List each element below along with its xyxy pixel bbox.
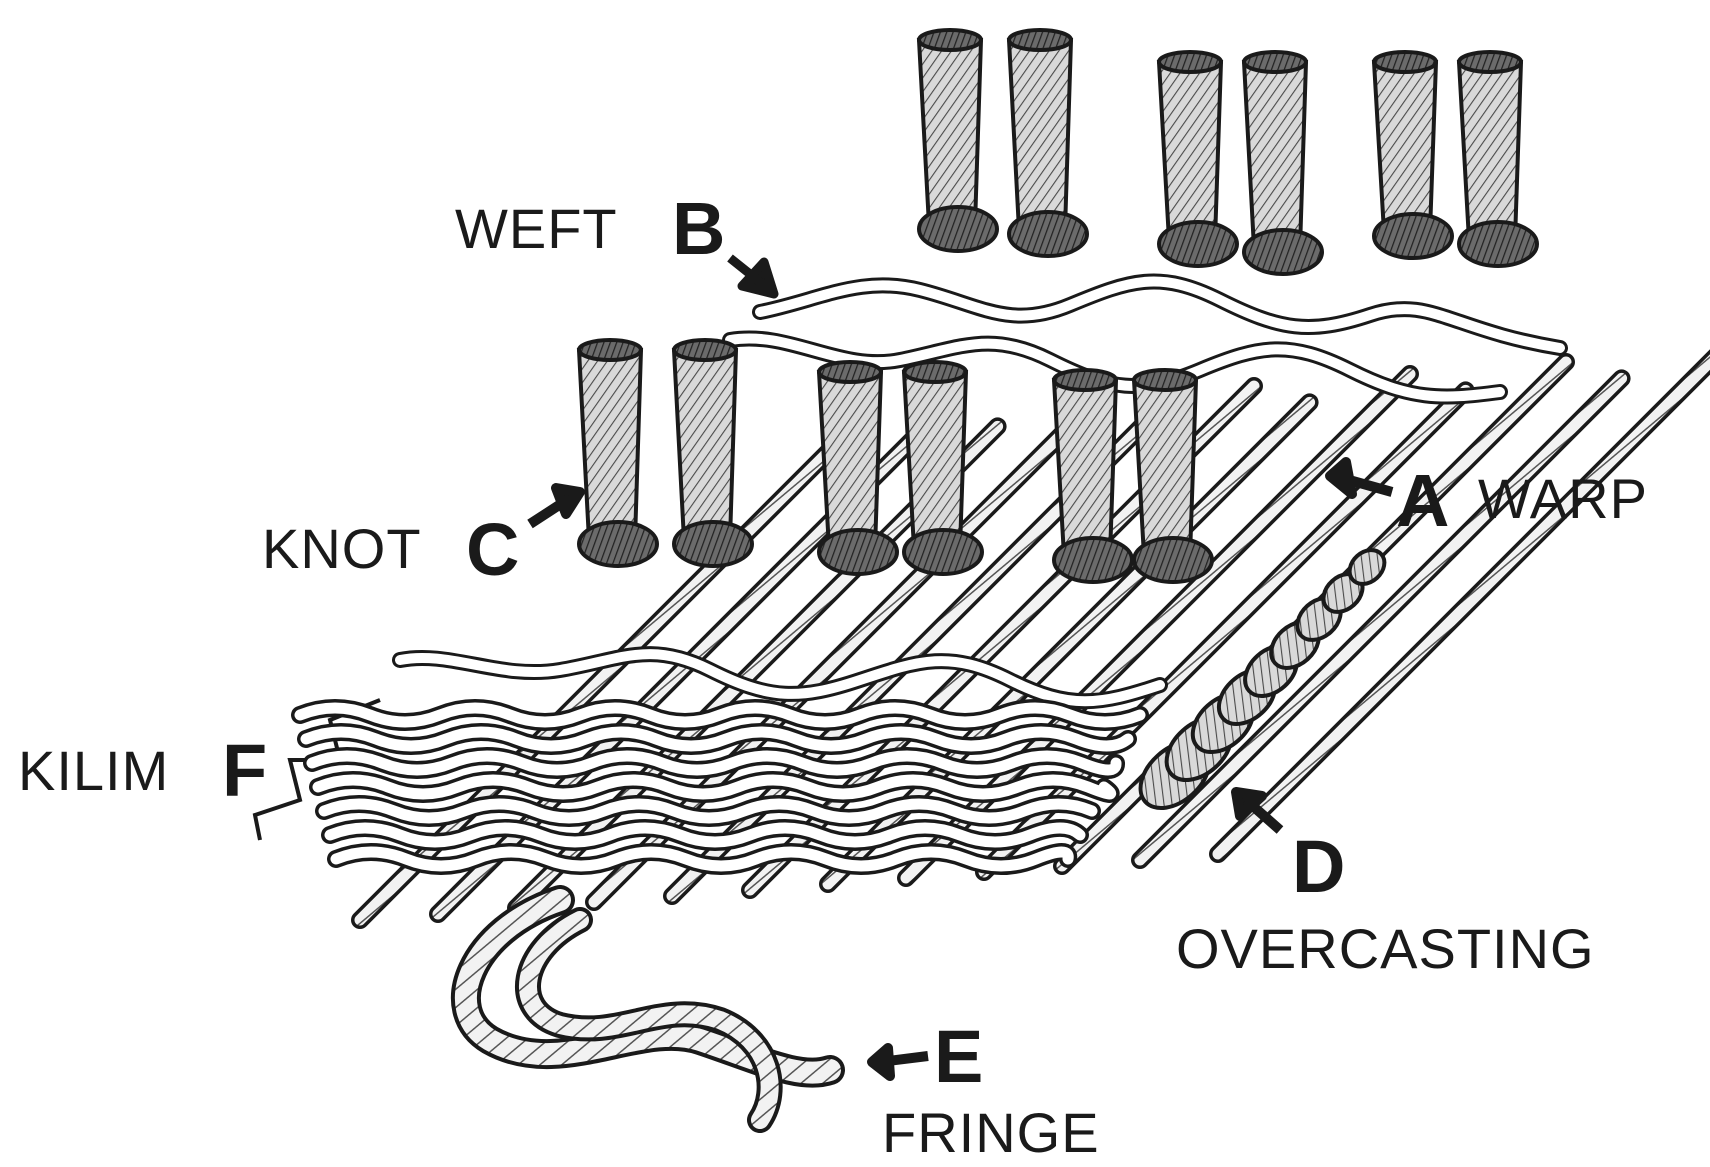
label-overcasting: D OVERCASTING xyxy=(1176,792,1595,980)
arrow-icon xyxy=(872,1048,928,1076)
label-word: FRINGE xyxy=(882,1101,1100,1162)
knot-tuft xyxy=(919,30,997,251)
label-word: WEFT xyxy=(455,197,618,260)
arrow-icon xyxy=(530,488,580,524)
knot-tuft xyxy=(579,340,657,566)
label-weft: WEFT B xyxy=(455,187,774,294)
knot-tuft xyxy=(1374,52,1452,258)
label-letter: C xyxy=(466,508,519,591)
kilim-band xyxy=(255,700,1140,866)
knot-tuft xyxy=(1009,30,1087,256)
label-fringe: E FRINGE xyxy=(872,1015,1100,1162)
knot-tuft xyxy=(1244,52,1322,274)
label-letter: E xyxy=(934,1015,983,1098)
label-letter: D xyxy=(1292,825,1345,908)
label-word: KILIM xyxy=(18,739,169,802)
knot-tuft xyxy=(674,340,752,566)
knot-tuft xyxy=(904,362,982,574)
arrow-icon xyxy=(730,258,774,294)
label-word: OVERCASTING xyxy=(1176,917,1595,980)
knot-tuft xyxy=(1134,370,1212,582)
label-letter: A xyxy=(1396,459,1449,542)
label-kilim: KILIM F xyxy=(18,729,267,812)
label-letter: B xyxy=(672,187,725,270)
label-word: WARP xyxy=(1478,467,1648,530)
knot-tuft xyxy=(1054,370,1132,582)
label-letter: F xyxy=(222,729,267,812)
label-word: KNOT xyxy=(262,517,422,580)
fringe-loops xyxy=(466,900,830,1120)
knot-tuft xyxy=(1159,52,1237,266)
knot-tuft xyxy=(1459,52,1537,266)
label-knot: KNOT C xyxy=(262,488,580,591)
